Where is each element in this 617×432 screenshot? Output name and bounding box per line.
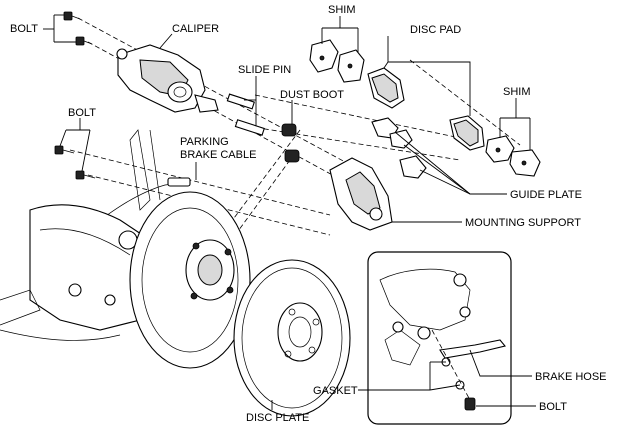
shim-top-part — [309, 39, 365, 83]
disc-pad-part — [367, 67, 485, 151]
leader-lines — [43, 14, 536, 410]
label-slide-pin: SLIDE PIN — [238, 64, 291, 76]
label-disc-plate: DISC PLATE — [246, 412, 309, 424]
backing-plate-hub-part — [129, 191, 251, 369]
label-shim-top: SHIM — [328, 4, 356, 16]
label-dust-boot: DUST BOOT — [280, 89, 344, 101]
label-parking-brake-cable-line2: BRAKE CABLE — [180, 149, 256, 161]
label-mounting-support: MOUNTING SUPPORT — [465, 217, 581, 229]
caliper-part — [116, 44, 219, 113]
bolt-top-part — [63, 11, 93, 46]
bolt-left-part — [54, 145, 96, 180]
label-brake-hose: BRAKE HOSE — [535, 371, 607, 383]
label-parking-brake-cable-line1: PARKING — [180, 136, 229, 148]
label-shim-right: SHIM — [503, 86, 531, 98]
callout-labels: BOLT CALIPER SHIM DISC PAD SLIDE PIN DUS… — [10, 4, 607, 424]
disc-plate-part — [233, 259, 351, 417]
label-caliper: CALIPER — [172, 23, 219, 35]
dust-boot-part — [281, 123, 300, 163]
label-gasket: GASKET — [313, 385, 358, 397]
mounting-support-part — [329, 157, 393, 231]
label-bolt-top: BOLT — [10, 23, 38, 35]
label-disc-pad: DISC PAD — [410, 24, 461, 36]
slide-pin-part — [226, 93, 265, 136]
label-bolt-inset: BOLT — [539, 401, 567, 413]
shim-right-part — [485, 135, 541, 177]
label-bolt-left: BOLT — [68, 107, 96, 119]
inset-detail-box — [367, 251, 512, 425]
guide-plate-part — [371, 117, 427, 179]
label-guide-plate: GUIDE PLATE — [510, 189, 582, 201]
